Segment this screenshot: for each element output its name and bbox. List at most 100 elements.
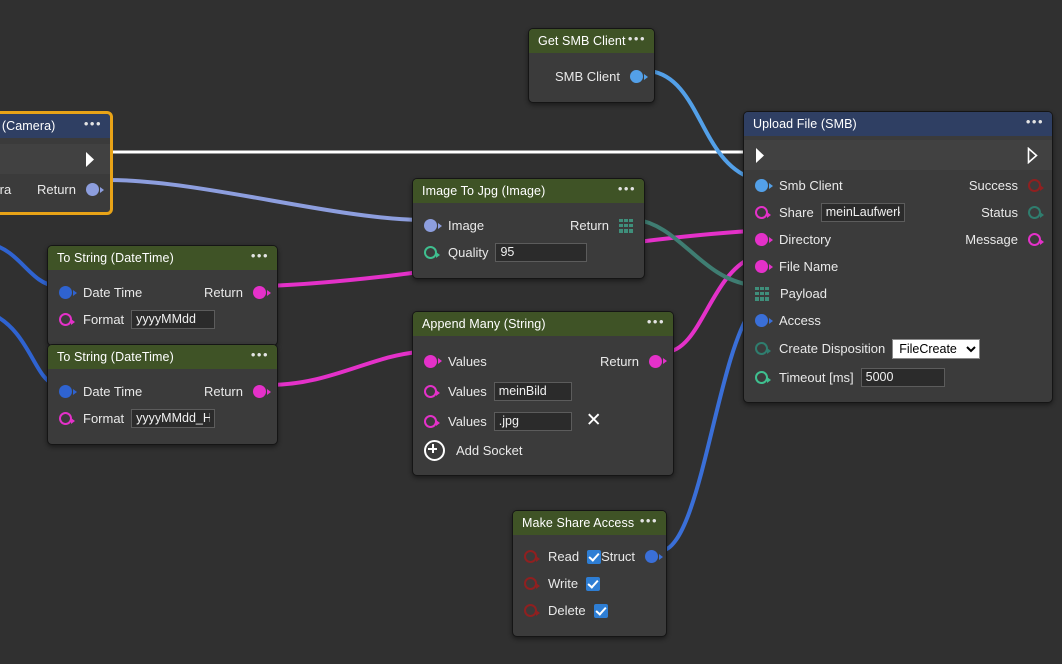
node-menu-icon[interactable]: ••• [250,346,269,362]
node-menu-icon[interactable]: ••• [627,30,646,46]
row-label-smb-client: SMB Client [554,69,620,84]
select-create-disposition[interactable]: FileCreate [892,338,981,359]
node-menu-icon[interactable]: ••• [83,115,102,131]
row-camera-return: Camera Return [0,176,110,203]
node-body: Date Time Return Format [48,369,277,444]
node-title: Make Share Access [522,516,635,530]
node-to-string-datetime-2[interactable]: To String (DateTime) ••• Date Time Retur… [47,344,278,445]
pin-out-return[interactable] [253,385,271,398]
row-label-share: Share [779,205,814,220]
node-body: Date Time Return Format [48,270,277,345]
node-image-to-jpg[interactable]: Image To Jpg (Image) ••• Image Return Qu… [412,178,645,279]
checkbox-read[interactable] [587,549,602,564]
node-header[interactable]: To String (DateTime) ••• [48,246,277,270]
row-label-write: Write [548,576,579,591]
node-title: To String (DateTime) [57,350,174,364]
row-label-date-time: Date Time [83,285,143,300]
pin-in-directory[interactable] [755,233,773,246]
input-share[interactable] [820,203,905,222]
node-title: Get SMB Client [538,34,626,48]
pin-in-values-0[interactable] [424,354,442,368]
node-menu-icon[interactable]: ••• [250,247,269,263]
row-label-delete: Delete [548,603,586,618]
checkbox-write[interactable] [586,576,601,591]
node-header[interactable]: To String (DateTime) ••• [48,345,277,369]
node-body: Values Return Values Values ✕ Add Socket [413,336,673,475]
pin-out-status[interactable] [1028,206,1044,219]
row-smb-client: Smb Client Success [744,172,1052,199]
pin-in-image[interactable] [424,219,442,232]
exec-row [0,144,110,174]
pin-in-file-name[interactable] [755,260,773,273]
pin-out-return[interactable] [86,183,104,196]
row-label-values-0: Values [448,353,487,369]
node-header[interactable]: Upload File (SMB) ••• [744,112,1052,136]
node-header[interactable]: Make Share Access ••• [513,511,666,535]
plus-icon [424,440,445,461]
input-values-2[interactable] [493,411,572,431]
pin-out-struct[interactable] [645,550,664,563]
pin-in-payload-grid-icon[interactable] [755,286,769,301]
pin-out-return[interactable] [253,286,271,299]
node-header[interactable]: Image (Camera) ••• [0,114,110,138]
add-socket-button[interactable]: Add Socket [413,436,673,461]
row-delete: Delete [513,597,666,624]
pin-in-date-time[interactable] [59,385,77,398]
wire-tostring2-to-append-values [267,350,420,387]
pin-in-timeout[interactable] [755,371,771,384]
node-upload-file-smb[interactable]: Upload File (SMB) ••• Smb Client Success [743,111,1053,403]
pin-in-smb-client[interactable] [755,179,773,192]
node-image-camera[interactable]: Image (Camera) ••• Camera Return [0,112,112,214]
pin-in-read[interactable] [524,550,540,563]
pin-in-format[interactable] [59,412,75,425]
row-smb-client-out: SMB Client [529,63,654,90]
exec-out-pin[interactable] [85,151,99,168]
row-write: Write [513,570,666,597]
row-format: Format [48,405,277,432]
exec-in-pin[interactable] [755,147,769,164]
pin-in-write[interactable] [524,577,540,590]
node-get-smb-client[interactable]: Get SMB Client ••• SMB Client [528,28,655,103]
pin-out-smb-client[interactable] [630,70,648,83]
node-menu-icon[interactable]: ••• [639,512,658,528]
pin-in-share[interactable] [755,206,771,219]
pin-in-delete[interactable] [524,604,540,617]
row-label-timeout: Timeout [ms] [779,370,854,385]
node-body: Smb Client Success Share Status Director… [744,136,1052,402]
node-body: SMB Client [529,53,654,102]
node-header[interactable]: Image To Jpg (Image) ••• [413,179,644,203]
input-values-1[interactable] [493,381,572,401]
node-to-string-datetime-1[interactable]: To String (DateTime) ••• Date Time Retur… [47,245,278,346]
pin-out-return-grid-icon[interactable] [619,218,633,233]
input-format[interactable] [131,409,216,428]
pin-in-date-time[interactable] [59,286,77,299]
pin-in-format[interactable] [59,313,75,326]
input-quality[interactable] [495,243,588,262]
checkbox-delete[interactable] [593,603,608,618]
pin-out-message[interactable] [1028,233,1044,246]
node-header[interactable]: Get SMB Client ••• [529,29,654,53]
row-label-create-disposition: Create Disposition [779,341,886,356]
row-label-success: Success [968,178,1018,193]
node-menu-icon[interactable]: ••• [617,180,636,196]
row-label-smb-client: Smb Client [779,178,843,193]
node-append-many-string[interactable]: Append Many (String) ••• Values Return V… [412,311,674,476]
pin-in-access[interactable] [755,314,773,327]
pin-in-quality[interactable] [424,246,440,259]
pin-in-values-2[interactable] [424,414,440,428]
pin-in-create-disposition[interactable] [755,342,771,355]
exec-out-pin[interactable] [1027,146,1041,164]
node-make-share-access[interactable]: Make Share Access ••• Read Struct Write … [512,510,667,637]
remove-socket-icon[interactable]: ✕ [585,410,602,431]
row-directory: Directory Message [744,226,1052,253]
node-menu-icon[interactable]: ••• [646,313,665,329]
wire-append-to-upload-filename [664,256,752,354]
input-timeout[interactable] [860,368,945,387]
input-format[interactable] [131,310,216,329]
pin-out-success[interactable] [1028,179,1044,192]
node-menu-icon[interactable]: ••• [1025,113,1044,129]
pin-out-return[interactable] [649,354,667,368]
node-header[interactable]: Append Many (String) ••• [413,312,673,336]
pin-in-values-1[interactable] [424,384,440,398]
